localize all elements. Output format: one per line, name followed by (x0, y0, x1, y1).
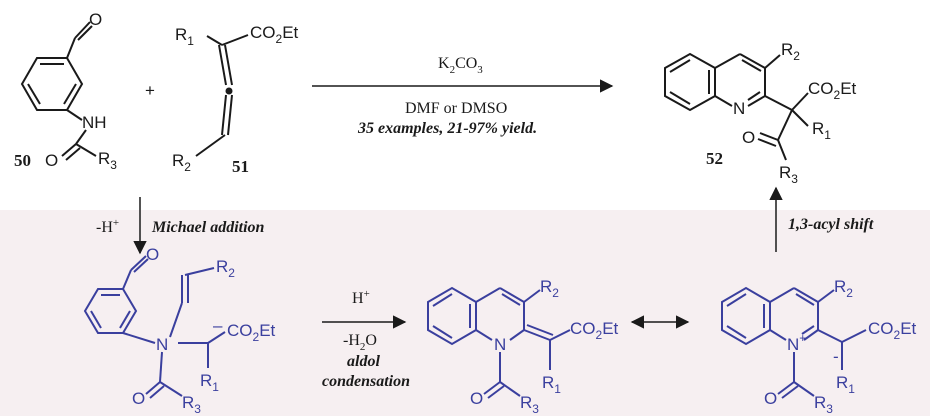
reagent-k2co3: K2CO3 (438, 55, 483, 76)
int3-r2: R2 (834, 277, 853, 300)
intermediate-michael-adduct (83, 255, 226, 399)
int1-r3: R3 (182, 393, 201, 416)
int2-ester: CO2Et (570, 319, 619, 342)
cpd50-nh: NH (82, 113, 107, 132)
cpd51-ester: CO2Et (250, 23, 299, 46)
cpd50-r3: R3 (98, 149, 117, 172)
cpd52-r3: R3 (779, 163, 798, 186)
int2-carbonyl-o: O (470, 389, 483, 408)
aldol-water-loss: -H2O (343, 332, 377, 353)
int1-carbonyl-o: O (132, 389, 145, 408)
cpd52-r1: R1 (812, 119, 831, 142)
int3-r3: R3 (814, 393, 833, 416)
int1-n: N (156, 335, 168, 354)
scope-label: 35 examples, 21-97% yield. (357, 120, 537, 137)
condensation-label: condensation (322, 373, 410, 390)
cpd50-number: 50 (14, 151, 31, 170)
int1-ester: CO2Et (227, 321, 276, 344)
int3-carbonyl-o: O (764, 389, 777, 408)
cpd51-r1: R1 (175, 25, 194, 48)
int1-carbanion: – (213, 316, 223, 335)
int1-aldehyde-o: O (146, 245, 159, 264)
int3-ester: CO2Et (868, 319, 917, 342)
cpd52-n: N (733, 99, 745, 118)
cpd51-r2: R2 (172, 151, 191, 174)
aldol-label: aldol (347, 353, 380, 370)
plus-sign: + (145, 81, 155, 100)
int2-r3: R3 (520, 393, 539, 416)
acyl-shift-label: 1,3-acyl shift (788, 216, 874, 233)
solvent-label: DMF or DMSO (405, 100, 507, 117)
cpd51-number: 51 (232, 157, 249, 176)
int3-r1: R1 (836, 373, 855, 396)
compound-52 (664, 52, 809, 161)
cpd52-carbonyl-o: O (742, 128, 755, 147)
aldol-proton: H+ (352, 288, 370, 307)
michael-addition-label: Michael addition (151, 219, 265, 236)
int1-r2: R2 (216, 257, 235, 280)
cpd50-aldehyde-o: O (89, 10, 102, 29)
cpd50-carbonyl-o: O (45, 151, 58, 170)
allene-center-dot (225, 87, 233, 95)
mechanism-panel (0, 210, 930, 416)
cpd52-number: 52 (706, 149, 723, 168)
cpd52-ester: CO2Et (808, 79, 857, 102)
compound-51 (195, 34, 249, 157)
int2-r1: R1 (542, 373, 561, 396)
intermediate-dihydroquinoline (427, 286, 571, 399)
int3-n: N+ (787, 331, 806, 354)
int1-r1: R1 (200, 371, 219, 394)
int3-carbanion: - (833, 347, 839, 366)
cpd52-r2: R2 (781, 40, 800, 63)
compound-50 (20, 21, 97, 161)
int2-r2: R2 (540, 277, 559, 300)
intermediate-quinolinium (721, 286, 867, 399)
int2-n: N (494, 335, 506, 354)
michael-proton-loss: -H+ (96, 217, 119, 236)
